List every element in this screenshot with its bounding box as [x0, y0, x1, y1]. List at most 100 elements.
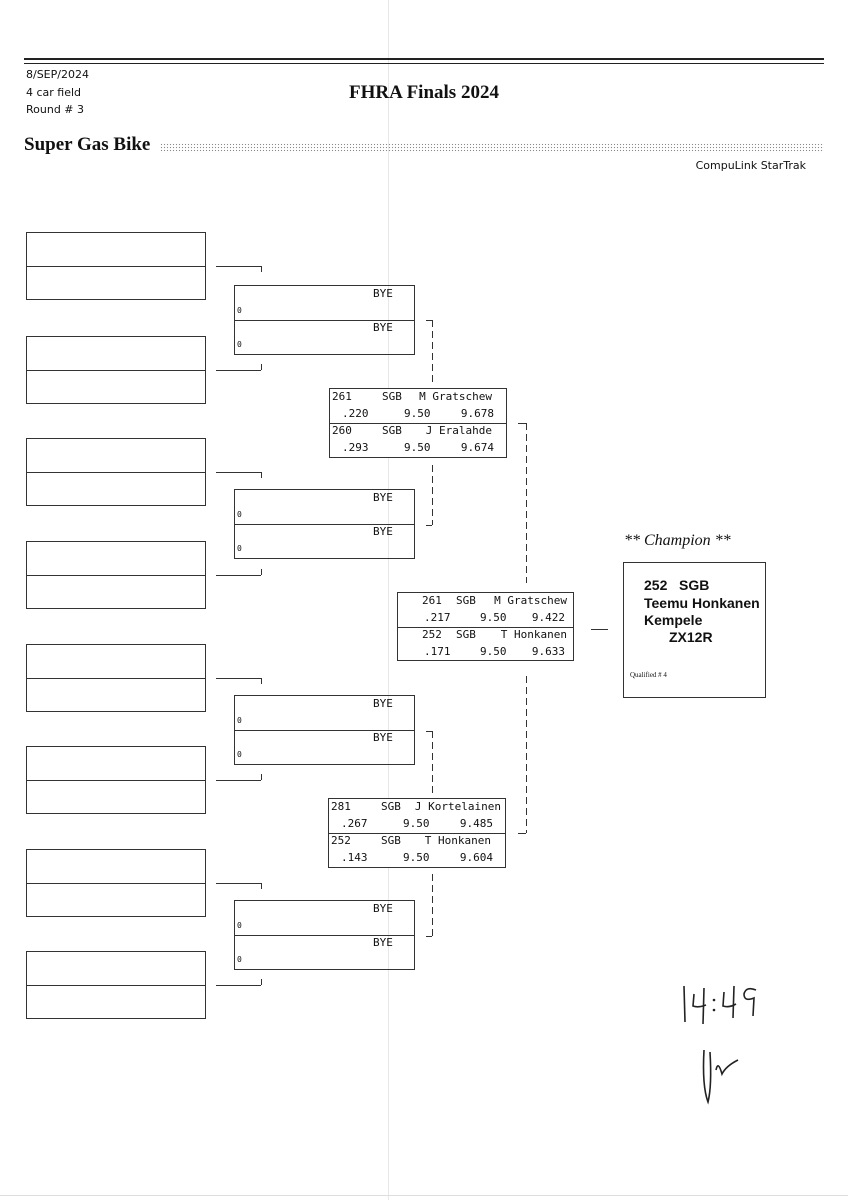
elapsed-time: 9.674	[460, 441, 494, 454]
connector	[261, 678, 262, 684]
connector	[432, 874, 433, 936]
connector	[261, 266, 262, 272]
bye-label: BYE	[373, 287, 393, 300]
entry-number: 281	[331, 800, 351, 813]
racer-name: M Gratschew	[494, 594, 567, 607]
connector	[216, 780, 261, 781]
connector	[216, 575, 261, 576]
dial-in: 9.50	[404, 407, 431, 420]
racer-name: J Kortelainen	[414, 800, 501, 813]
entry-class: SGB	[456, 594, 476, 607]
connector	[432, 465, 433, 525]
reaction-time: .217	[424, 611, 451, 624]
round1-box	[26, 644, 206, 712]
bottom-rule	[0, 1195, 848, 1196]
entry-class: SGB	[381, 834, 401, 847]
bye-label: BYE	[373, 936, 393, 949]
dial-in: 9.50	[404, 441, 431, 454]
entry-number: 260	[332, 424, 352, 437]
racer-name: M Gratschew	[419, 390, 492, 403]
entry-number: 252	[422, 628, 442, 641]
field-size: 4 car field	[26, 86, 82, 99]
connector	[261, 774, 262, 780]
event-title: FHRA Finals 2024	[349, 82, 499, 103]
elapsed-time: 9.485	[459, 817, 493, 830]
champion-city: Kempele	[644, 612, 703, 628]
connector	[518, 833, 526, 834]
entry-class: SGB	[382, 424, 402, 437]
connector	[216, 472, 261, 473]
event-date: 8/SEP/2024	[26, 68, 89, 81]
connector	[261, 569, 262, 575]
round1-box	[26, 336, 206, 404]
connector	[426, 525, 432, 526]
reaction-time: .220	[342, 407, 369, 420]
connector	[432, 731, 433, 795]
reaction-time: .143	[341, 851, 368, 864]
zero-label: 0	[237, 750, 242, 759]
entry-class: SGB	[382, 390, 402, 403]
champion-heading: ** Champion **	[624, 532, 731, 549]
category-name: Super Gas Bike	[24, 134, 153, 156]
zero-label: 0	[237, 510, 242, 519]
brand-name: CompuLink StarTrak	[695, 159, 806, 172]
elapsed-time: 9.678	[460, 407, 494, 420]
champion-number-class: 252 SGB	[644, 577, 710, 593]
bye-label: BYE	[373, 731, 393, 744]
round2-box: BYE 0 BYE 0	[234, 900, 415, 970]
bye-label: BYE	[373, 902, 393, 915]
bye-label: BYE	[373, 321, 393, 334]
handwritten-time	[683, 985, 757, 1025]
connector	[432, 320, 433, 384]
round1-box	[26, 541, 206, 609]
elapsed-time: 9.633	[531, 645, 565, 658]
connector	[261, 883, 262, 889]
dial-in: 9.50	[403, 817, 430, 830]
zero-label: 0	[237, 955, 242, 964]
round-number: Round # 3	[26, 103, 85, 116]
connector	[216, 370, 261, 371]
connector	[426, 320, 432, 321]
connector	[216, 883, 261, 884]
entry-class: SGB	[381, 800, 401, 813]
entry-class: SGB	[456, 628, 476, 641]
connector	[261, 979, 262, 985]
racer-name: T Honkanen	[500, 628, 567, 641]
zero-label: 0	[237, 306, 242, 315]
round1-box	[26, 951, 206, 1019]
connector	[426, 731, 432, 732]
connector	[426, 936, 432, 937]
category-dotband	[160, 143, 824, 153]
connector	[216, 266, 261, 267]
dial-in: 9.50	[480, 645, 507, 658]
connector	[261, 472, 262, 478]
bye-label: BYE	[373, 491, 393, 504]
connector	[526, 676, 527, 833]
champion-bike: ZX12R	[669, 629, 713, 645]
zero-label: 0	[237, 921, 242, 930]
connector	[526, 423, 527, 583]
top-rule-thin	[24, 63, 824, 64]
connector	[216, 985, 261, 986]
dial-in: 9.50	[403, 851, 430, 864]
elapsed-time: 9.604	[459, 851, 493, 864]
champion-qualified: Qualified # 4	[630, 671, 667, 679]
entry-number: 261	[332, 390, 352, 403]
reaction-time: .171	[424, 645, 451, 658]
top-rule	[24, 58, 824, 60]
racer-name: T Honkanen	[424, 834, 491, 847]
connector	[518, 423, 526, 424]
elapsed-time: 9.422	[531, 611, 565, 624]
round1-box	[26, 746, 206, 814]
connector	[261, 364, 262, 370]
round1-box	[26, 232, 206, 300]
champion-box: 252 SGB Teemu Honkanen Kempele ZX12R Qua…	[623, 562, 766, 698]
zero-label: 0	[237, 716, 242, 725]
zero-label: 0	[237, 544, 242, 553]
